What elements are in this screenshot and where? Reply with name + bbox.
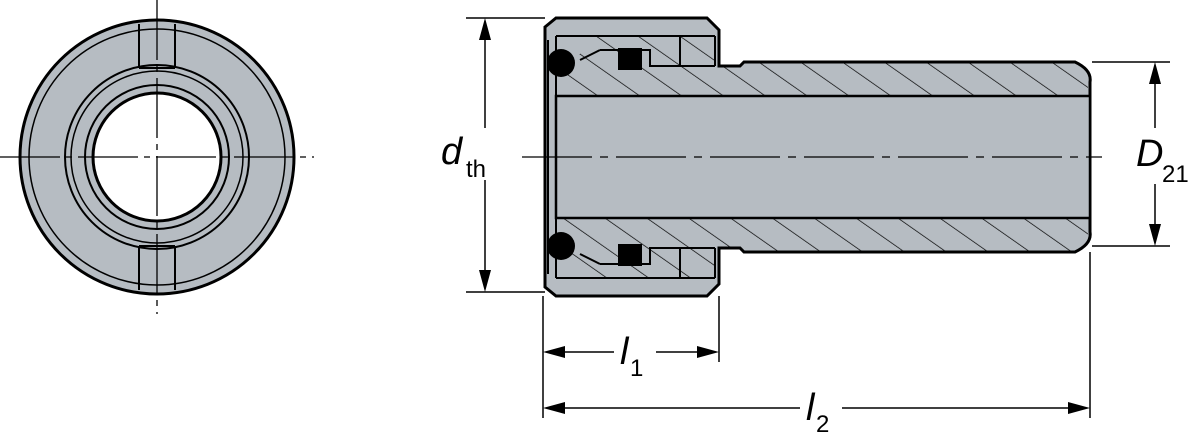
end-view-centerlines [0,0,314,314]
dim-label-l-1: l 1 [614,330,656,382]
dim-label-l-1-sub: 1 [630,355,643,382]
top-o-ring [547,49,575,77]
dim-label-l-2-main: l [806,387,816,429]
dim-label-l-1-main: l [620,331,630,373]
dim-label-d-th: d th [436,128,506,183]
dim-label-d-th-main: d [441,131,464,173]
dimension-arrows [479,18,1161,414]
dim-label-D-21: D 21 [1130,128,1200,188]
dim-label-l-2-sub: 2 [816,411,829,434]
bottom-wall-hatch [556,218,1089,278]
top-square-seal [618,48,642,70]
bottom-square-seal [618,244,642,266]
dim-label-d-th-sub: th [466,156,486,183]
top-wall-hatch [556,36,1089,96]
end-view [0,0,314,314]
bottom-o-ring [547,232,575,260]
dim-label-l-2: l 2 [800,387,842,434]
dim-label-D-21-sub: 21 [1162,161,1189,188]
dim-label-D-21-main: D [1136,133,1163,175]
section-view [522,16,1102,298]
